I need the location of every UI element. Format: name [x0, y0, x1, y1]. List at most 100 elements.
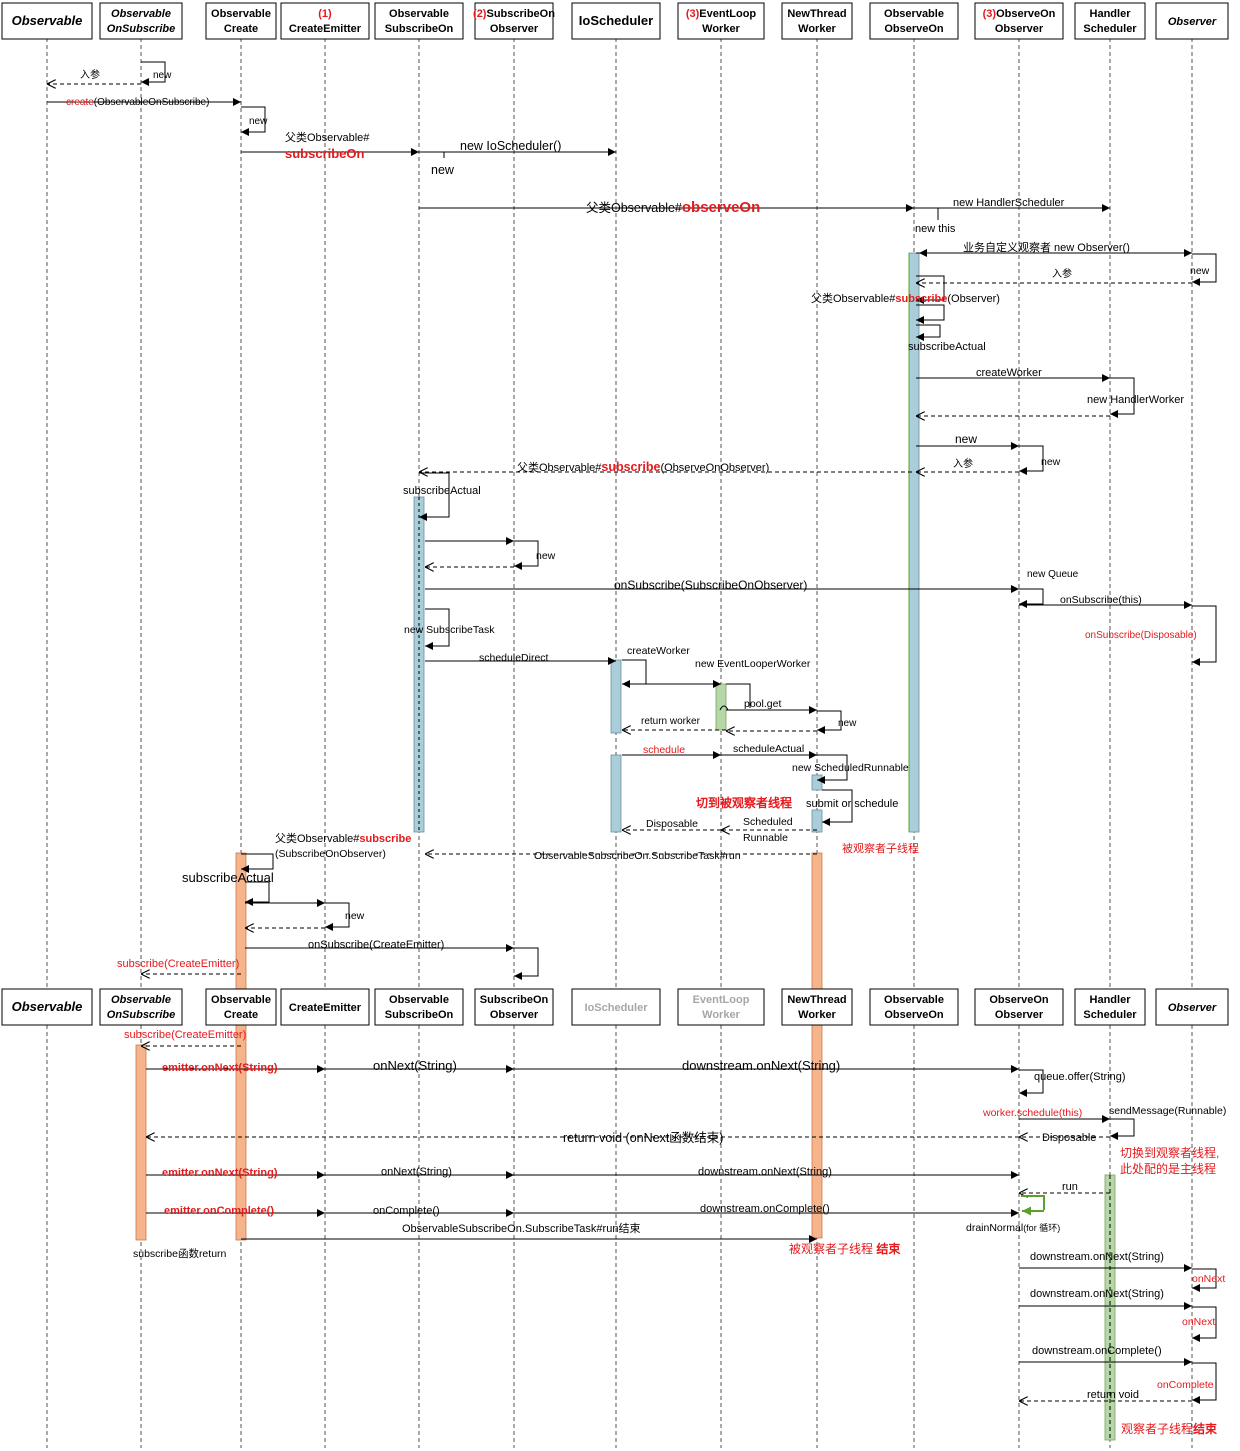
m-onnext-2: onNext(String) [381, 1166, 452, 1178]
text: 被观察者子线程 [789, 1241, 876, 1256]
participant-box [99, 988, 183, 1026]
participant-name: CreateEmitter [289, 23, 362, 35]
participant-observable: Observable [1, 2, 93, 40]
m-new-ntw: new [838, 718, 857, 729]
self-submit [822, 789, 853, 826]
participant-number: (2) [473, 8, 487, 20]
m-return-void-1: return void (onNext函数结束) [563, 1130, 723, 1145]
m-return-worker: return worker [641, 716, 701, 727]
m-subscribeon-method: subscribeOn [285, 146, 365, 161]
m-create-worker-2: createWorker [627, 645, 690, 657]
m-observer-thread-end: 观察者子线程结束 [1121, 1421, 1218, 1436]
participant-io: IoScheduler [571, 2, 661, 40]
participant-name: (2)SubscribeOn [473, 8, 555, 20]
m-onnext-1: onNext(String) [373, 1058, 457, 1073]
m-new-ce: new [345, 910, 365, 922]
prefix: 父类Observable# [517, 460, 602, 474]
prefix: 父类Observable# [275, 831, 360, 845]
participant-box [474, 2, 554, 40]
m-new-hs: new HandlerScheduler [953, 197, 1065, 209]
green-loop [1021, 1195, 1045, 1210]
arrow-new-observer-self [1192, 253, 1217, 286]
m-subscribe-soo-args: (SubscribeOnObserver) [275, 848, 386, 860]
m-subscribe-ce-2: subscribe(CreateEmitter) [124, 1029, 246, 1041]
participant-name: ObserveOn [884, 23, 944, 35]
participant-hs: HandlerScheduler [1074, 2, 1146, 40]
participant-name: Observer [490, 23, 539, 35]
participant-name: Observer [490, 1009, 539, 1021]
participant-bottom-observer: Observer [1155, 988, 1229, 1026]
m-switch-observer: 切换到观察者线程, [1120, 1145, 1219, 1160]
participant-name: Handler [1090, 8, 1132, 20]
m-new-ooo: new [955, 432, 977, 446]
m-new-io: new IoScheduler() [460, 139, 561, 153]
participant-box [374, 2, 464, 40]
activation-newthread-1 [811, 774, 823, 791]
participant-bottom-hs: HandlerScheduler [1074, 988, 1146, 1026]
m-new-observer-self: new [1190, 265, 1210, 277]
m-new-subscribe-task: new SubscribeTask [404, 624, 495, 636]
participant-box [869, 988, 959, 1026]
self-subscribe-2 [916, 304, 945, 324]
method: subscribe [895, 293, 947, 305]
m-new-soo: new [536, 550, 556, 562]
participant-name: Scheduler [1083, 1009, 1137, 1021]
self-new-ntw [817, 710, 842, 734]
m-subscribe-actual-3: subscribeActual [182, 870, 274, 885]
m-disposable-2: Disposable [1042, 1132, 1096, 1144]
self-subscribe-actual-3 [245, 881, 270, 906]
m-disposable-1: Disposable [646, 818, 698, 830]
m-oncomplete: onComplete() [373, 1205, 440, 1217]
m-param-2: 入参 [1052, 267, 1072, 280]
m-subscribe-ce: subscribe(CreateEmitter) [117, 958, 239, 970]
participant-bottom-oos: ObservableOnSubscribe [99, 988, 183, 1026]
activation-onsubscribe [135, 1044, 147, 1241]
participant-ooo: (3)ObserveOnObserver [974, 2, 1064, 40]
m-send-message: sendMessage(Runnable) [1109, 1105, 1226, 1117]
participant-name: (3)ObserveOn [983, 8, 1056, 20]
m-onsubscribe-disposable: onSubscribe(Disposable) [1085, 630, 1197, 641]
self-new-this [914, 207, 939, 220]
participant-box [1074, 988, 1146, 1026]
m-subscribe-task-run: ObservableSubscribeOn.SubscribeTask#run [534, 850, 741, 862]
arrow-new-oos [141, 61, 166, 86]
m-onsubscribe-this: onSubscribe(this) [1060, 594, 1142, 606]
m-onsubscribe-soo: onSubscribe(SubscribeOnObserver) [614, 578, 807, 592]
participant-name: Observable [884, 994, 944, 1006]
participant-name: SubscribeOn [385, 23, 454, 35]
m-subscribeon: 父类Observable# [285, 130, 370, 144]
participant-name: Create [224, 23, 258, 35]
participant-box [781, 988, 853, 1026]
m-subscribe-return: subscribe函数return [133, 1247, 227, 1260]
participant-box [1, 988, 93, 1026]
m-subscribe-actual-2: subscribeActual [403, 485, 481, 497]
participant-box [205, 2, 277, 40]
m-queue-offer: queue.offer(String) [1034, 1071, 1126, 1083]
participant-box [974, 2, 1064, 40]
participant-name: Worker [702, 23, 740, 35]
self-new-subscribe-task [425, 608, 450, 650]
participant-name: Observable [211, 994, 271, 1006]
participant-name: Observer [1168, 16, 1217, 28]
activation-eventloop [715, 683, 727, 731]
participant-name: Observer [995, 23, 1044, 35]
participant-ce: (1)CreateEmitter [280, 2, 370, 40]
participant-box [280, 2, 370, 40]
participant-bottom-io: IoScheduler [571, 988, 661, 1026]
m-new-observer: 业务自定义观察者 new Observer() [963, 240, 1130, 254]
self-new-handler-worker [1110, 377, 1135, 418]
m-scheduled-runnable: Scheduled [743, 816, 793, 828]
text: 观察者子线程 [1121, 1421, 1193, 1436]
participant-box [1155, 2, 1229, 40]
m-new-queue: new Queue [1027, 569, 1079, 580]
m-observeon-method: observeOn [682, 199, 760, 216]
activation-newthread-2 [811, 809, 823, 833]
self-new-queue [1019, 588, 1044, 608]
participant-box [571, 988, 661, 1026]
m-create-args: (ObservableOnSubscribe) [94, 97, 210, 108]
